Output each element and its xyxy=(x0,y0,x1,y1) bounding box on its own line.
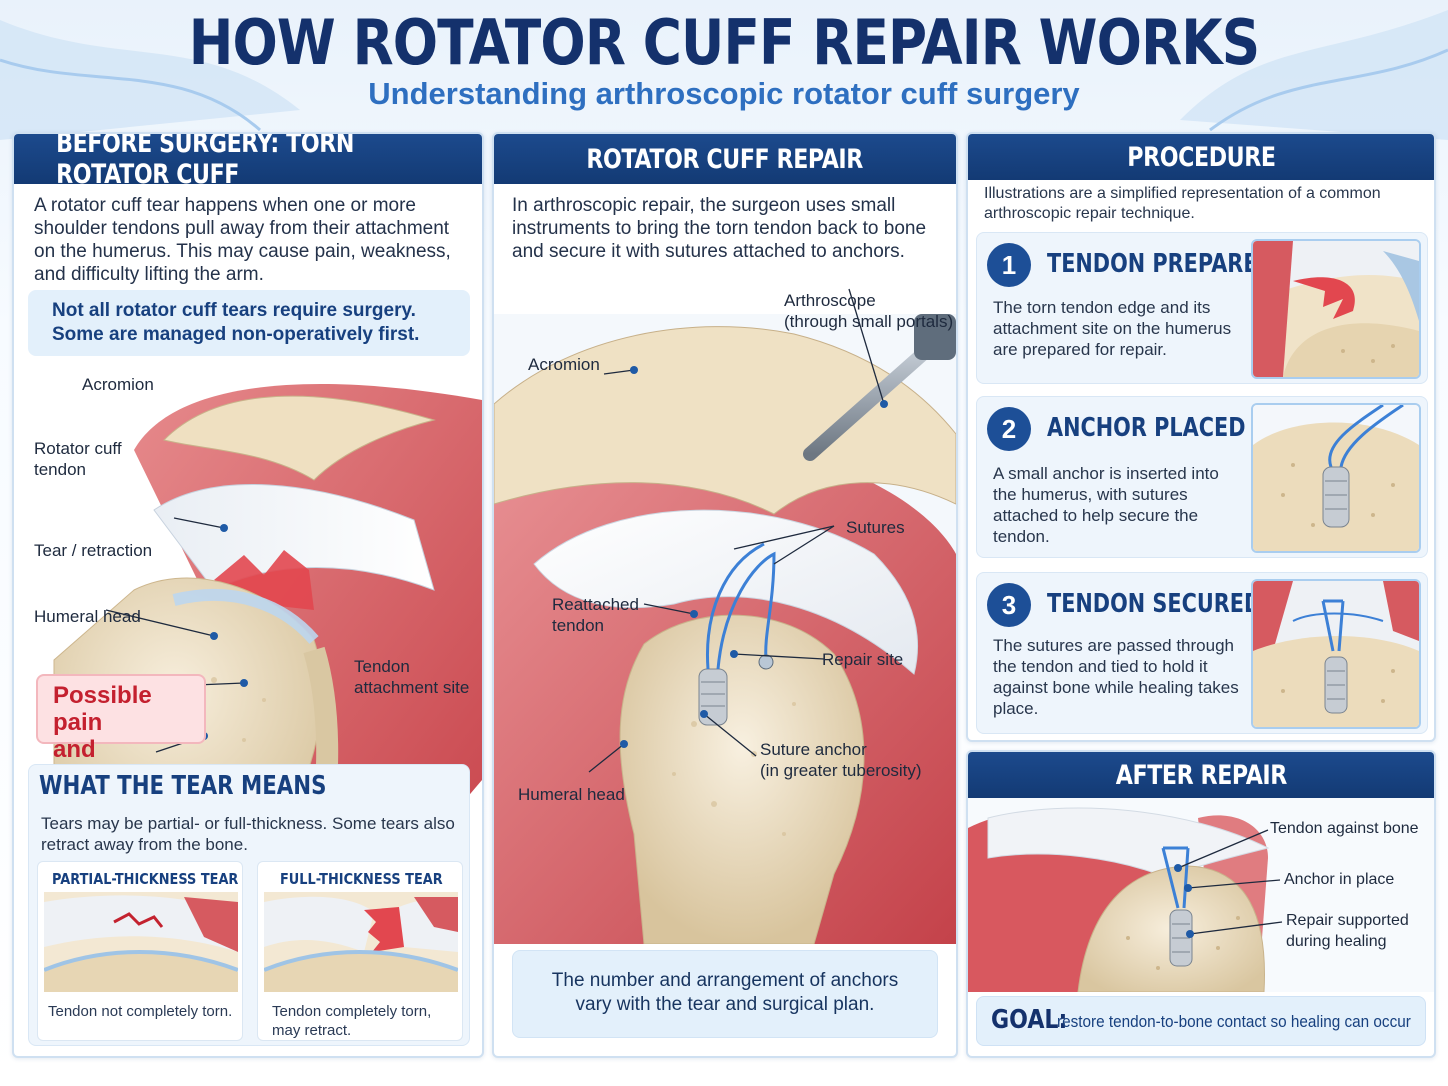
label-reattached: Reattached xyxy=(552,595,639,614)
full-tear-illustration xyxy=(264,892,458,992)
label-attachment-1: Tendon xyxy=(354,657,410,676)
label-attachment-2: attachment site xyxy=(354,678,470,697)
full-caption: Tendon completely torn, may retract. xyxy=(272,1003,432,1039)
pain-callout: Possible pain and weakness xyxy=(36,674,206,790)
label-arthroscope: Arthroscope xyxy=(784,291,876,310)
step-1-title: TENDON PREPARED xyxy=(1047,249,1275,279)
step-1-illustration xyxy=(1251,239,1421,379)
surgery-note: Not all rotator cuff tears require surge… xyxy=(28,290,470,356)
full-title: FULL-THICKNESS TEAR xyxy=(280,870,443,888)
procedure-panel: PROCEDURE Illustrations are a simplified… xyxy=(966,132,1436,742)
step-2-number: 2 xyxy=(987,407,1031,451)
goal-text: restore tendon-to-bone contact so healin… xyxy=(1057,1012,1411,1031)
label-acromion: Acromion xyxy=(82,375,154,394)
label-repair-supported: Repair supported xyxy=(1286,912,1409,929)
tear-meaning-panel: WHAT THE TEAR MEANS Tears may be partial… xyxy=(28,764,470,1046)
step-2-card: 2 ANCHOR PLACED A small anchor is insert… xyxy=(976,396,1428,558)
partial-caption: Tendon not completely torn. xyxy=(48,1003,233,1020)
label-suture-anchor: Suture anchor xyxy=(760,740,867,759)
pain-line-1: Possible pain xyxy=(53,682,152,736)
anchor-footnote: The number and arrangement of anchors va… xyxy=(512,950,938,1038)
partial-card: PARTIAL-THICKNESS TEAR Tendon not comple… xyxy=(37,861,243,1041)
step-3-illustration xyxy=(1251,579,1421,729)
label-sutures: Sutures xyxy=(846,518,905,537)
goal-label: GOAL: xyxy=(991,1005,1068,1035)
after-repair-panel: AFTER REPAIR Tendon against bone Anchor … xyxy=(966,750,1436,1058)
procedure-heading: PROCEDURE xyxy=(968,134,1434,180)
step-3-text: The sutures are passed through the tendo… xyxy=(993,636,1239,718)
step-1-card: 1 TENDON PREPARED The torn tendon edge a… xyxy=(976,232,1428,384)
label-reattached-tendon: tendon xyxy=(552,616,604,635)
step-1-number: 1 xyxy=(987,243,1031,287)
step-2-title: ANCHOR PLACED xyxy=(1047,413,1246,443)
repair-panel: ROTATOR CUFF REPAIR In arthroscopic repa… xyxy=(492,132,958,1058)
step-3-card: 3 TENDON SECURED The sutures are passed … xyxy=(976,572,1428,734)
label-repair-site: Repair site xyxy=(822,650,904,669)
step-3-number: 3 xyxy=(987,583,1031,627)
label-tuberosity: (in greater tuberosity) xyxy=(760,761,922,780)
label-anchor-in-place: Anchor in place xyxy=(1284,871,1395,888)
partial-title: PARTIAL-THICKNESS TEAR xyxy=(52,870,239,888)
label-acromion-repair: Acromion xyxy=(528,355,600,374)
label-tendon: tendon xyxy=(34,460,86,479)
label-rotator-cuff: Rotator cuff xyxy=(34,439,122,458)
label-portals: (through small portals) xyxy=(784,312,954,331)
tear-meaning-text: Tears may be partial- or full-thickness.… xyxy=(41,814,455,854)
before-surgery-panel: BEFORE SURGERY: TORN ROTATOR CUFF A rota… xyxy=(12,132,484,1058)
step-3-title: TENDON SECURED xyxy=(1047,589,1262,619)
page-title: HOW ROTATOR CUFF REPAIR WORKS xyxy=(188,6,1260,79)
label-during-healing: during healing xyxy=(1286,933,1387,950)
label-tear-retraction: Tear / retraction xyxy=(34,541,153,560)
repair-intro-text: In arthroscopic repair, the surgeon uses… xyxy=(512,195,927,262)
after-repair-heading: AFTER REPAIR xyxy=(968,752,1434,798)
after-repair-illustration xyxy=(968,798,1434,992)
goal-bar: GOAL: restore tendon-to-bone contact so … xyxy=(976,996,1426,1046)
step-2-text: A small anchor is inserted into the hume… xyxy=(993,464,1219,546)
partial-tear-illustration xyxy=(44,892,238,992)
label-humeral-head: Humeral head xyxy=(34,607,141,626)
tear-meaning-heading: WHAT THE TEAR MEANS xyxy=(39,771,327,801)
step-1-text: The torn tendon edge and its attachment … xyxy=(993,298,1232,359)
repair-shoulder-illustration xyxy=(494,288,956,944)
before-surgery-heading: BEFORE SURGERY: TORN ROTATOR CUFF xyxy=(14,134,482,190)
full-card: FULL-THICKNESS TEAR Tendon completely to… xyxy=(257,861,463,1041)
before-intro-text: A rotator cuff tear happens when one or … xyxy=(34,195,451,285)
procedure-intro: Illustrations are a simplified represent… xyxy=(984,185,1381,222)
step-2-illustration xyxy=(1251,403,1421,553)
label-tendon-against-bone: Tendon against bone xyxy=(1270,820,1419,837)
label-humeral-head-repair: Humeral head xyxy=(518,785,625,804)
repair-heading: ROTATOR CUFF REPAIR xyxy=(494,134,956,184)
page-subtitle: Understanding arthroscopic rotator cuff … xyxy=(368,76,1080,111)
